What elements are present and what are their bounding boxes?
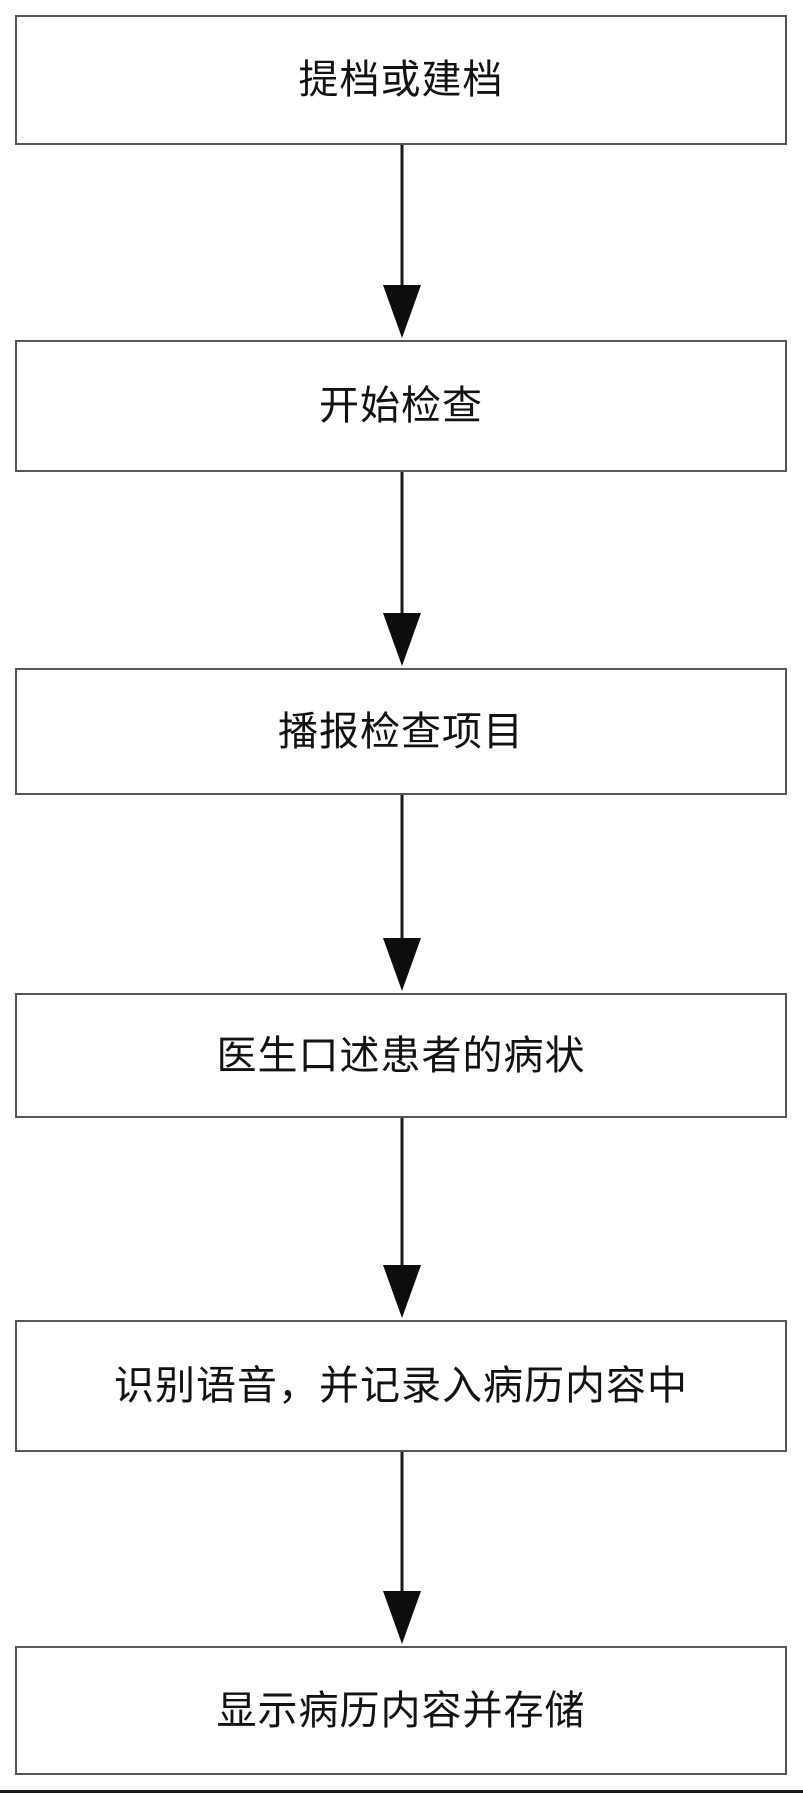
flowchart-node-label: 识别语音，并记录入病历内容中: [114, 1363, 688, 1409]
flowchart-node-4[interactable]: 医生口述患者的病状: [15, 993, 787, 1118]
flowchart-connector-5: [0, 1452, 803, 1646]
down-arrow-icon: [383, 285, 421, 338]
flowchart-node-2[interactable]: 开始检查: [15, 340, 787, 472]
flowchart-connector-1: [0, 145, 803, 340]
down-arrow-icon: [383, 938, 421, 991]
flowchart-node-5[interactable]: 识别语音，并记录入病历内容中: [15, 1320, 787, 1452]
down-arrow-icon: [383, 1265, 421, 1318]
flowchart-node-label: 医生口述患者的病状: [216, 1032, 586, 1079]
down-arrow-icon: [383, 1591, 421, 1644]
flowchart-node-3[interactable]: 播报检查项目: [15, 668, 787, 795]
flowchart-node-label: 开始检查: [319, 383, 483, 429]
flowchart-node-1[interactable]: 提档或建档: [15, 15, 787, 145]
flowchart-connector-2: [0, 472, 803, 668]
page-bottom-rule: [0, 1790, 803, 1793]
flowchart-connector-3: [0, 795, 803, 993]
flowchart-node-label: 播报检查项目: [278, 708, 524, 755]
down-arrow-icon: [383, 613, 421, 666]
flowchart-node-label: 提档或建档: [298, 57, 504, 103]
flowchart-connector-4: [0, 1118, 803, 1320]
flowchart-node-label: 显示病历内容并存储: [216, 1687, 586, 1734]
flowchart-node-6[interactable]: 显示病历内容并存储: [15, 1646, 787, 1775]
